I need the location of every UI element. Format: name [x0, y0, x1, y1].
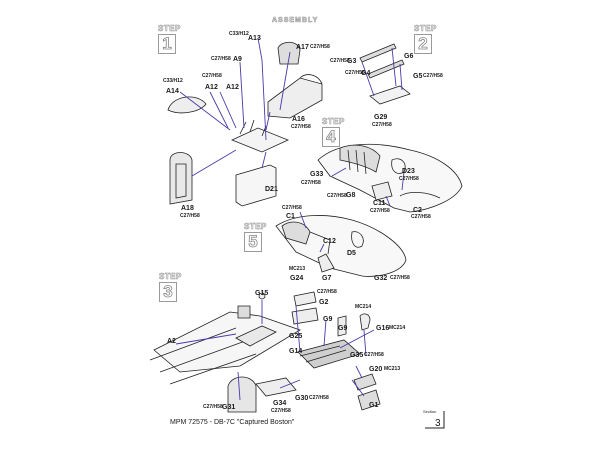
page-title: ASSEMBLY	[272, 17, 319, 25]
step1-drawing	[167, 37, 323, 207]
color-ref: C27/H58	[372, 122, 392, 128]
part-d5: D5	[347, 250, 356, 257]
part-g6: G6	[404, 53, 414, 60]
color-ref: C27/H58	[282, 205, 302, 211]
part-g8: G8	[346, 192, 356, 199]
part-c2: C2	[413, 207, 422, 214]
part-g30: G30	[295, 395, 309, 402]
part-a9: A9	[233, 56, 242, 63]
color-ref: C27/H58	[390, 275, 410, 281]
part-g32: G32	[374, 275, 388, 282]
part-g14: G14	[289, 348, 303, 355]
part-a12: A12	[205, 84, 218, 91]
part-g9-b: G9	[338, 325, 348, 332]
color-ref: C27/H58	[211, 56, 231, 62]
part-a16: A16	[292, 116, 305, 123]
color-ref: C27/H58	[271, 408, 291, 414]
step-marker-2: STEP 2	[414, 24, 437, 54]
color-ref: C33/H12	[229, 31, 249, 37]
footer-caption: MPM 72575 - DB-7C "Captured Boston"	[170, 419, 295, 426]
color-ref: MC214	[389, 325, 406, 331]
part-g33: G33	[310, 171, 324, 178]
part-a17: A17	[296, 44, 309, 51]
color-ref: C27/H58	[310, 44, 330, 50]
color-ref: C27/H58	[180, 213, 200, 219]
color-ref: C27/H58	[327, 193, 347, 199]
page-tag: Section	[423, 409, 437, 414]
step2-drawing	[359, 43, 411, 105]
color-ref: C27/H58	[411, 214, 431, 220]
color-ref: C27/H58	[317, 289, 337, 295]
part-c11: C11	[373, 200, 386, 207]
color-ref: C27/H58	[364, 352, 384, 358]
part-d21: D21	[265, 186, 278, 193]
color-ref: C27/H58	[203, 404, 223, 410]
color-ref: MC214	[355, 304, 372, 310]
part-g16: G16	[376, 325, 390, 332]
part-a13: A13	[248, 35, 261, 42]
color-ref: MC213	[384, 366, 401, 372]
step-marker-5: STEP 5	[244, 222, 267, 252]
step4-drawing	[317, 143, 463, 213]
part-d23: D23	[402, 168, 415, 175]
part-c1: C1	[286, 213, 295, 220]
color-ref: C27/H58	[309, 395, 329, 401]
page-number-box: Section 3	[423, 409, 445, 429]
color-ref: C33/H12	[163, 78, 183, 84]
part-g34: G34	[273, 400, 287, 407]
step-marker-1: STEP 1	[158, 24, 181, 54]
part-g3: G3	[347, 58, 357, 65]
color-ref: C27/H58	[202, 73, 222, 79]
color-ref: C27/H58	[423, 73, 443, 79]
part-g2: G2	[319, 299, 329, 306]
part-g15: G15	[255, 290, 269, 297]
part-g5: G5	[413, 73, 423, 80]
step-marker-3: STEP 3	[159, 272, 182, 302]
part-g7: G7	[322, 275, 332, 282]
step-marker-4: STEP 4	[322, 117, 345, 147]
part-a14: A14	[166, 88, 179, 95]
part-g20: G20	[369, 366, 383, 373]
part-a2: A2	[167, 338, 176, 345]
color-ref: C27/H58	[345, 70, 365, 76]
color-ref: C27/H58	[301, 180, 321, 186]
color-ref: C27/H58	[399, 176, 419, 182]
part-g9: G9	[323, 316, 333, 323]
part-g1: G1	[369, 402, 379, 409]
part-g35: G35	[350, 352, 364, 359]
page-number: 3	[435, 418, 441, 429]
step5-drawing	[275, 211, 407, 277]
part-a18: A18	[181, 205, 194, 212]
part-a12-b: A12	[226, 84, 239, 91]
color-ref: C27/H58	[330, 58, 350, 64]
color-ref: C27/H58	[370, 208, 390, 214]
part-g29: G29	[374, 114, 388, 121]
part-g31: G31	[222, 404, 236, 411]
part-g24: G24	[290, 275, 304, 282]
color-ref: C27/H58	[291, 124, 311, 130]
part-c12: C12	[323, 238, 336, 245]
part-g4: G4	[361, 70, 371, 77]
color-ref: MC213	[289, 266, 306, 272]
part-g25: G25	[289, 333, 303, 340]
step3-drawing	[149, 291, 381, 413]
